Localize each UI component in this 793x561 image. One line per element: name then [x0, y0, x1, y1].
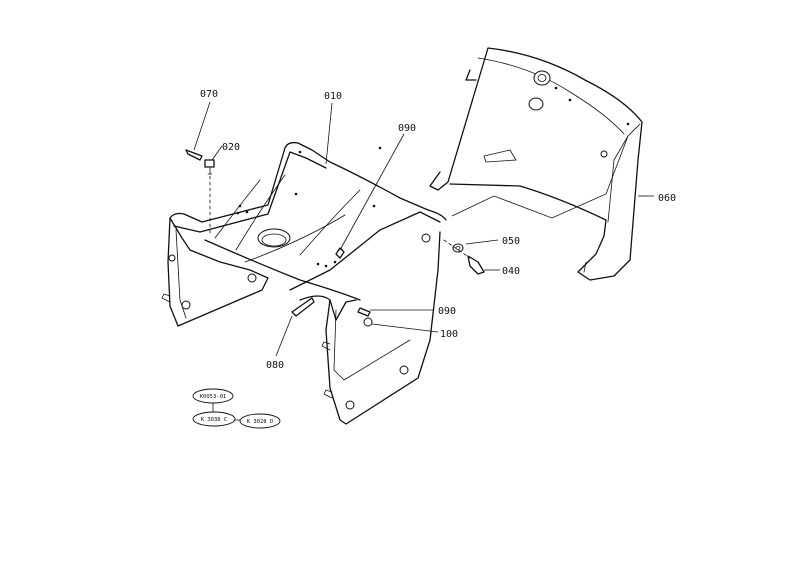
clip-part-070: [185, 149, 203, 161]
pin-part-090-upper: [335, 247, 345, 259]
reference-badge-2: [192, 411, 236, 427]
reference-badge-1: [192, 388, 234, 404]
front-frame-part-010: [161, 141, 447, 425]
label-100: 100: [440, 329, 458, 340]
reference-text-1: K0053-01: [200, 394, 227, 400]
label-040: 040: [502, 266, 520, 277]
label-080: 080: [266, 360, 284, 371]
bolt-part-020: [204, 159, 215, 237]
rear-panel-part-060: [429, 47, 643, 281]
washer-part-050: [452, 243, 464, 253]
label-090-lower: 090: [438, 306, 456, 317]
label-020: 020: [222, 142, 240, 153]
bracket-part-080: [291, 297, 315, 317]
reference-callouts: K0053-01 K 3038 C K 3028 D: [192, 388, 281, 429]
reference-text-3: K 3028 D: [247, 419, 274, 425]
nut-part-100: [363, 317, 373, 327]
leader-lines: [193, 101, 654, 357]
reference-text-2: K 3038 C: [201, 417, 228, 423]
label-090-upper: 090: [398, 123, 416, 134]
label-010: 010: [324, 91, 342, 102]
bolt-part-040: [443, 239, 485, 275]
label-050: 050: [502, 236, 520, 247]
pin-part-090-lower: [357, 307, 371, 317]
label-070: 070: [200, 89, 218, 100]
reference-badge-3: [239, 413, 281, 429]
label-060: 060: [658, 193, 676, 204]
